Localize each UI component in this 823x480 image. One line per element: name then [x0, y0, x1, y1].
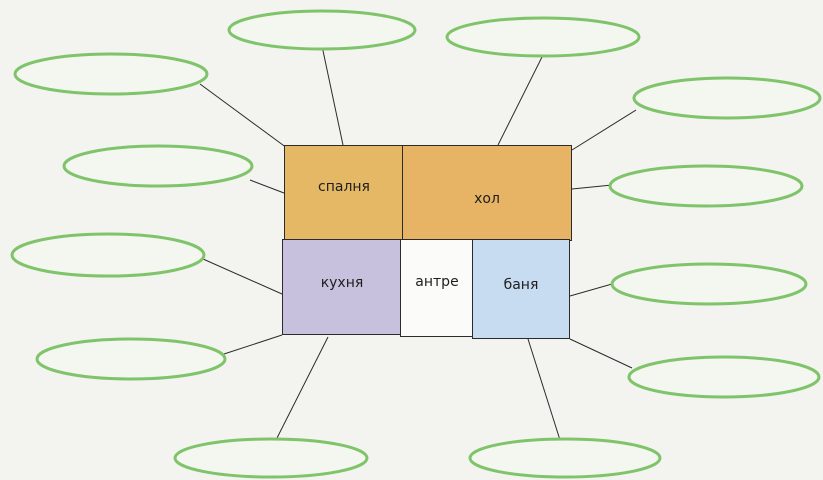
room-label-hall: хол	[474, 191, 500, 207]
room-label-bedroom: спалня	[318, 179, 370, 195]
answer-bubble[interactable]	[13, 52, 209, 96]
connector-line	[193, 254, 283, 295]
room-bathroom: баня	[472, 239, 570, 339]
connector-line	[321, 45, 344, 146]
room-label-kitchen: кухня	[320, 275, 364, 291]
connector-line	[275, 336, 329, 441]
answer-bubble[interactable]	[10, 232, 206, 278]
connector-line	[571, 109, 637, 151]
room-bedroom: спалня	[284, 145, 404, 241]
answer-bubble[interactable]	[173, 437, 369, 479]
connector-line	[199, 83, 288, 149]
room-hall: хол	[402, 145, 572, 241]
answer-bubble[interactable]	[62, 144, 254, 188]
connector-line	[569, 283, 613, 297]
connector-line	[569, 338, 633, 369]
connector-line	[527, 338, 561, 441]
room-entrance: антре	[400, 239, 474, 337]
answer-bubble[interactable]	[627, 355, 821, 399]
connector-line	[223, 334, 283, 355]
room-label-bathroom: баня	[503, 277, 539, 293]
connector-line	[497, 54, 544, 146]
answer-bubble[interactable]	[445, 16, 641, 58]
room-kitchen: кухня	[282, 239, 402, 335]
answer-bubble[interactable]	[227, 9, 417, 51]
answer-bubble[interactable]	[35, 337, 227, 381]
answer-bubble[interactable]	[632, 76, 822, 120]
room-label-entrance: антре	[415, 274, 459, 290]
answer-bubble[interactable]	[468, 437, 662, 479]
connector-line	[571, 184, 613, 190]
answer-bubble[interactable]	[610, 262, 808, 306]
connector-line	[249, 179, 285, 194]
answer-bubble[interactable]	[608, 164, 804, 208]
